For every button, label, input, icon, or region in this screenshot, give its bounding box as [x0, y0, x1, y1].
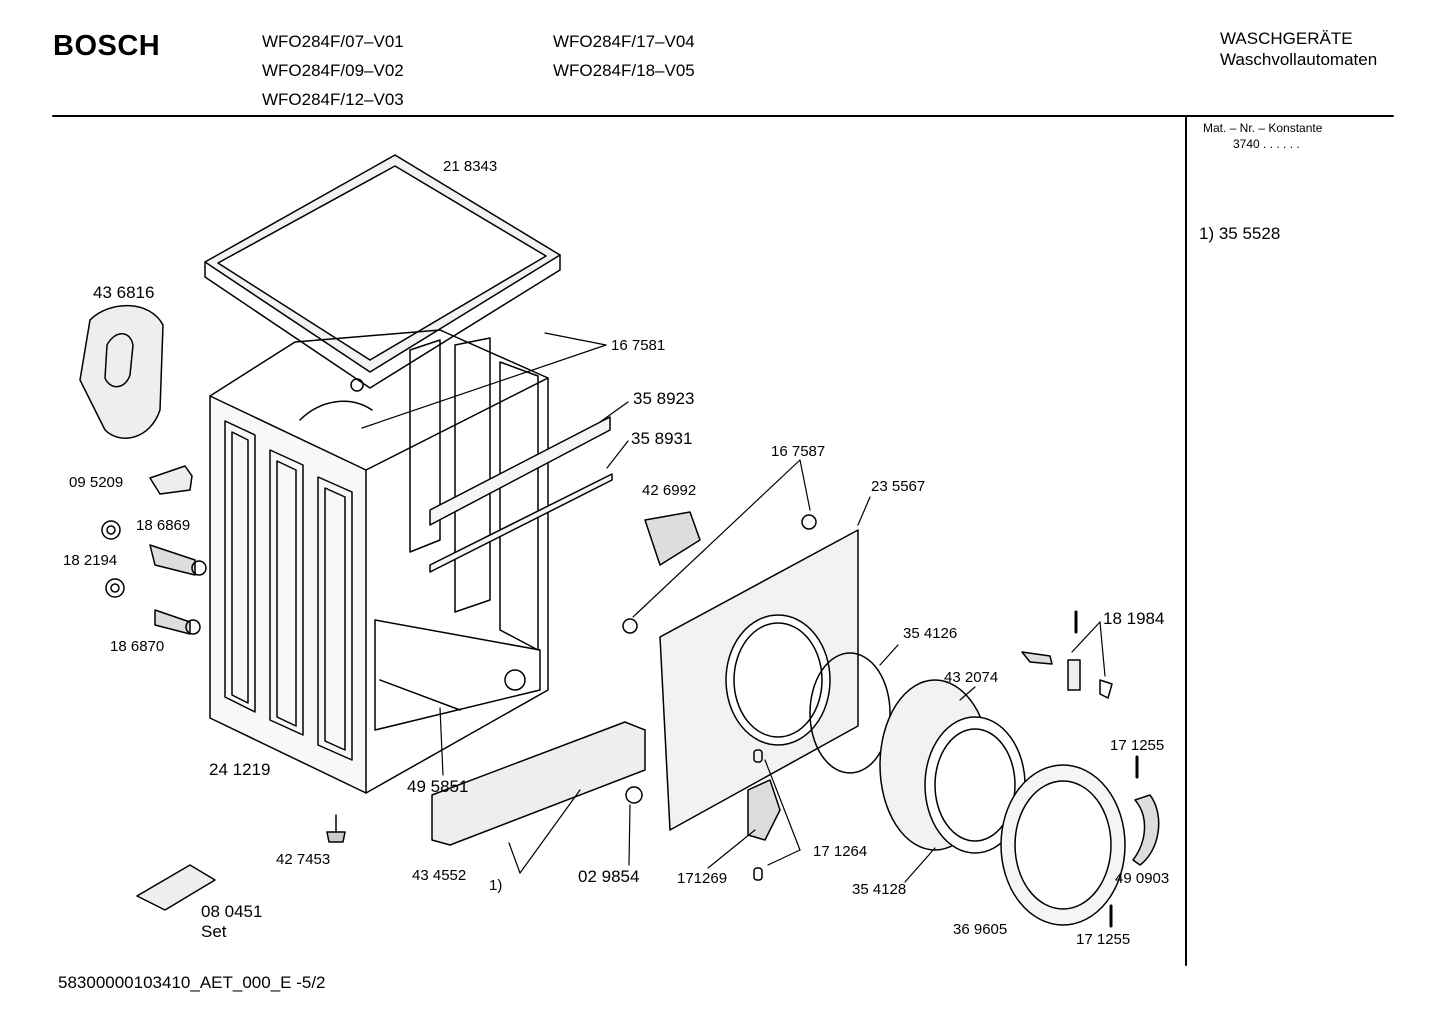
part-label: 49 0903: [1115, 870, 1170, 887]
part-label: 43 4552: [412, 867, 467, 884]
knob-part: [625, 786, 643, 804]
part-label: 35 8923: [633, 389, 695, 408]
model-number: WFO284F/12–V03: [262, 90, 404, 109]
model-number: WFO284F/18–V05: [553, 61, 695, 80]
part-label: 36 9605: [953, 921, 1008, 938]
shock-absorber-part: [149, 544, 207, 635]
model-number: WFO284F/09–V02: [262, 61, 404, 80]
dispenser-drawer-part: [431, 721, 646, 846]
part-label: Set: [201, 922, 227, 941]
model-number: WFO284F/17–V04: [553, 32, 695, 51]
part-label: 35 8931: [631, 429, 693, 448]
part-label: 23 5567: [871, 478, 926, 495]
part-label: 42 6992: [642, 482, 697, 499]
rear-cover-part: [79, 304, 164, 439]
transport-bracket-part: [136, 864, 216, 911]
foot-part: [326, 814, 346, 843]
door-seal-part: [809, 652, 891, 774]
part-label: 08 0451: [201, 902, 263, 921]
part-label: 16 7581: [611, 337, 666, 354]
mat-nr-value: 3740 . . . . . .: [1233, 137, 1300, 151]
front-panel-part: [659, 529, 859, 831]
cabinet-part: [209, 329, 549, 794]
door-ring-part: [1000, 764, 1126, 926]
part-label: 18 6870: [110, 638, 165, 655]
document-id: 58300000103410_AET_000_E -5/2: [58, 973, 326, 992]
model-number: WFO284F/07–V01: [262, 32, 404, 51]
part-label: 02 9854: [578, 867, 640, 886]
part-label: 49 5851: [407, 777, 469, 796]
hinge-clip-part: [622, 514, 817, 634]
category-subtitle: Waschvollautomaten: [1220, 50, 1378, 69]
brand-logo: BOSCH: [53, 30, 161, 62]
part-label: 18 6869: [136, 517, 191, 534]
footnote-1: 1) 35 5528: [1199, 224, 1281, 243]
part-label: 42 7453: [276, 851, 331, 868]
part-label: 17 1255: [1110, 737, 1165, 754]
clamp-part: [149, 465, 193, 495]
cross-rail-part: [429, 416, 613, 573]
part-label: 24 1219: [209, 760, 271, 779]
latch-part: [1021, 610, 1113, 699]
door-hook-part: [747, 749, 781, 881]
part-label: 09 5209: [69, 474, 124, 491]
part-label: 43 2074: [944, 669, 999, 686]
part-label: 171269: [677, 870, 728, 887]
door-frame-part: [879, 679, 1026, 854]
part-label: 18 2194: [63, 552, 118, 569]
leader-lines: [361, 332, 1106, 883]
part-label: 17 1264: [813, 843, 868, 860]
part-label: 1): [489, 877, 503, 894]
part-label: 43 6816: [93, 283, 155, 302]
mat-nr-label: Mat. – Nr. – Konstante: [1203, 121, 1323, 135]
part-label: 17 1255: [1076, 931, 1131, 948]
part-label: 16 7587: [771, 443, 826, 460]
top-cover-part: [204, 154, 561, 389]
bushing-part: [101, 520, 125, 598]
door-handle-part: [1132, 794, 1160, 866]
door-lock-part: [644, 511, 701, 566]
part-label: 35 4128: [852, 881, 907, 898]
part-label: 18 1984: [1103, 609, 1165, 628]
part-label: 21 8343: [443, 158, 498, 175]
category-title: WASCHGERÄTE: [1220, 29, 1353, 48]
part-label: 35 4126: [903, 625, 958, 642]
